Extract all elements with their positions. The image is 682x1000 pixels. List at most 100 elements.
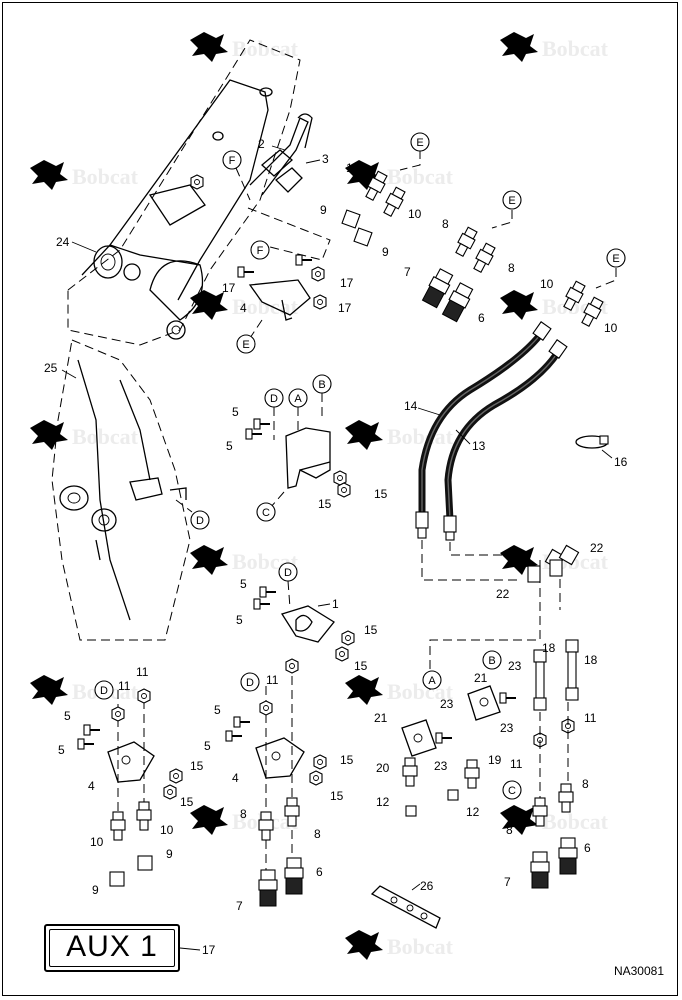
callout-11: 11: [584, 711, 597, 725]
watermark-text: Bobcat: [387, 424, 454, 449]
callout-25: 25: [44, 361, 58, 375]
upper-hose-bracket: F: [237, 207, 331, 339]
ref-letter-c: C: [508, 785, 516, 797]
ref-letter-d: D: [284, 567, 292, 579]
callout-5: 5: [214, 703, 221, 717]
ref-letter-a: A: [428, 675, 436, 687]
lower-mid-bracket-group: D: [225, 658, 327, 907]
callout-8: 8: [240, 807, 247, 821]
callout-8: 8: [582, 777, 589, 791]
callout-18: 18: [542, 641, 556, 655]
callout-5: 5: [236, 613, 243, 627]
callout-15: 15: [180, 795, 194, 809]
hydraulic-hoses: [415, 321, 568, 581]
callout-4: 4: [88, 779, 95, 793]
callout-10: 10: [160, 823, 174, 837]
watermark-text: Bobcat: [542, 36, 609, 61]
watermark-text: Bobcat: [232, 36, 299, 61]
callout-21: 21: [374, 711, 388, 725]
callout-5: 5: [226, 439, 233, 453]
callout-7: 7: [504, 875, 511, 889]
callout-11: 11: [510, 757, 523, 771]
callout-10: 10: [408, 207, 422, 221]
mid-mounting-bracket: D A B C: [245, 374, 351, 522]
drawing-number: NA30081: [613, 964, 664, 978]
ref-letter-e: E: [508, 195, 515, 207]
fittings-group-top-right: E: [560, 248, 626, 329]
ref-letter-e: E: [612, 253, 619, 265]
callout-22: 22: [590, 541, 604, 555]
callout-11: 11: [118, 679, 131, 693]
cable-tie: [575, 435, 609, 449]
watermark-text: Bobcat: [232, 294, 299, 319]
callout-15: 15: [190, 759, 204, 773]
callout-5: 5: [232, 405, 239, 419]
callout-6: 6: [316, 865, 323, 879]
callout-26: 26: [420, 879, 434, 893]
ref-letter-f: F: [257, 245, 264, 257]
watermark-text: Bobcat: [387, 164, 454, 189]
ref-letter-e: E: [416, 137, 423, 149]
callout-5: 5: [64, 709, 71, 723]
callout-1: 1: [332, 597, 339, 611]
callout-10: 10: [346, 161, 360, 175]
ref-letter-e: E: [242, 339, 249, 351]
callout-9: 9: [320, 203, 327, 217]
fittings-group-top-mid: E: [421, 190, 522, 323]
callout-11: 11: [266, 673, 279, 687]
lower-left-bracket-group: D: [77, 680, 183, 887]
callout-18: 18: [584, 653, 598, 667]
callout-20: 20: [376, 761, 390, 775]
watermark-text: Bobcat: [72, 164, 139, 189]
callout-10: 10: [90, 835, 104, 849]
callout-3: 3: [322, 152, 329, 166]
callout-6: 6: [478, 311, 485, 325]
callout-17: 17: [222, 281, 236, 295]
callout-2: 2: [258, 137, 265, 151]
callout-15: 15: [374, 487, 388, 501]
callout-21: 21: [474, 671, 488, 685]
callout-4: 4: [232, 771, 239, 785]
ref-letter-a: A: [294, 393, 302, 405]
ref-letter-d: D: [270, 393, 278, 405]
callout-9: 9: [92, 883, 99, 897]
callout-16: 16: [614, 455, 628, 469]
callout-13: 13: [472, 439, 486, 453]
callout-15: 15: [340, 753, 354, 767]
callout-5: 5: [240, 577, 247, 591]
callout-23: 23: [500, 721, 514, 735]
callout-7: 7: [404, 265, 411, 279]
callout-15: 15: [364, 623, 378, 637]
callout-8: 8: [506, 823, 513, 837]
ref-letter-d: D: [246, 677, 254, 689]
ref-letter-d: D: [196, 515, 204, 527]
ref-letter-b: B: [488, 655, 495, 667]
fittings-group-top-left: E: [341, 132, 430, 247]
ref-letter-c: C: [262, 507, 270, 519]
callout-8: 8: [508, 261, 515, 275]
aux-decal: AUX 1: [44, 924, 180, 972]
callout-5: 5: [204, 739, 211, 753]
ref-letter-b: B: [318, 379, 325, 391]
callout-12: 12: [466, 805, 480, 819]
callout-7: 7: [236, 899, 243, 913]
right-valve-group: C A B: [401, 544, 580, 889]
watermark-text: Bobcat: [387, 934, 454, 959]
ref-letter-f: F: [229, 155, 236, 167]
callout-9: 9: [166, 847, 173, 861]
watermark-text: Bobcat: [72, 424, 139, 449]
callout-17: 17: [202, 943, 216, 957]
callout-6: 6: [584, 841, 591, 855]
watermark-text: Bobcat: [387, 679, 454, 704]
watermark-text: Bobcat: [542, 809, 609, 834]
callout-23: 23: [434, 759, 448, 773]
callout-8: 8: [442, 217, 449, 231]
callout-4: 4: [240, 301, 247, 315]
lift-arm-assembly: [67, 39, 313, 346]
callout-9: 9: [382, 245, 389, 259]
callout-22: 22: [496, 587, 510, 601]
callout-10: 10: [540, 277, 554, 291]
ref-marker-f: [222, 150, 242, 170]
